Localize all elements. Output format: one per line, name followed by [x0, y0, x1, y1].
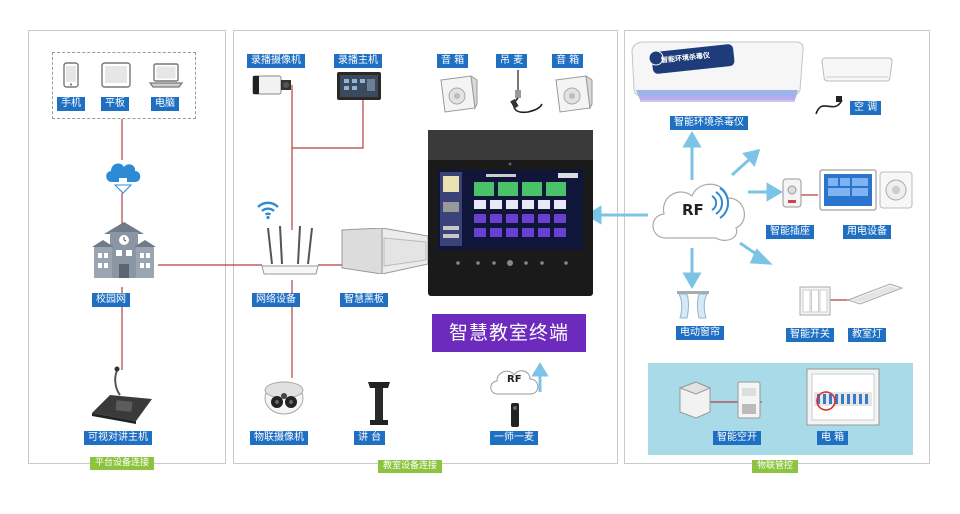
rf-label-small: RF [507, 374, 522, 385]
campus-building-icon [92, 222, 156, 278]
wire-recorder-router [292, 100, 364, 149]
mic-icon [511, 403, 519, 427]
label-curtain: 电动窗帘 [676, 326, 724, 340]
recording-camera-icon [252, 75, 291, 95]
curtain-icon [677, 291, 709, 319]
label-power-device: 用电设备 [843, 225, 891, 239]
label-smart-blackboard: 智慧黑板 [340, 293, 388, 307]
label-smart-socket: 智能插座 [766, 225, 814, 239]
label-classroom-light: 教室灯 [848, 328, 886, 342]
label-smart-switch: 智能开关 [786, 328, 834, 342]
platform-panel-title: 平台设备连接 [90, 457, 155, 470]
recording-host-icon [337, 72, 381, 100]
classroom-light-icon [846, 283, 904, 305]
cloud-download-icon [106, 163, 141, 194]
rf-cloud [652, 183, 745, 241]
label-network-device: 网络设备 [252, 293, 300, 307]
phone-icon [63, 62, 79, 88]
podium-icon [368, 382, 390, 425]
iot-camera-icon [264, 381, 304, 415]
rf-cloud-small [490, 370, 539, 395]
label-iot-camera: 物联摄像机 [250, 431, 308, 445]
label-phone: 手机 [57, 97, 85, 111]
laptop-icon [148, 63, 184, 88]
classroom-panel-title: 教室设备连接 [378, 460, 443, 473]
terminal-title: 智慧教室终端 [432, 314, 586, 352]
ac-remote-cable-icon [815, 96, 843, 115]
smart-switch-icon [799, 286, 831, 316]
label-smart-breaker: 智能空开 [713, 431, 761, 445]
label-speaker-right: 音 箱 [552, 54, 584, 68]
label-recording-camera: 录播摄像机 [247, 54, 305, 68]
wifi-icon [257, 201, 279, 220]
air-conditioner-icon [821, 57, 893, 82]
smart-classroom-terminal[interactable] [428, 130, 593, 296]
power-device-icon [819, 169, 913, 211]
smart-blackboard-icon [341, 228, 429, 274]
label-podium: 讲 台 [354, 431, 386, 445]
speaker-right-icon [555, 74, 593, 113]
iot-panel-title: 物联管控 [752, 460, 799, 473]
hanging-mic-icon [510, 70, 543, 114]
smart-socket-icon [782, 178, 802, 208]
label-mic: 一师一麦 [490, 431, 538, 445]
smart-breaker-icon [678, 381, 761, 419]
label-recording-host: 录播主机 [334, 54, 382, 68]
electric-box-icon [806, 368, 880, 426]
sterilizer-icon [631, 41, 804, 102]
client-devices-group [52, 52, 196, 119]
label-speaker-left: 音 箱 [437, 54, 469, 68]
tablet-icon [101, 62, 131, 88]
label-hanging-mic: 吊 麦 [496, 54, 528, 68]
label-tablet: 平板 [101, 97, 129, 111]
label-computer: 电脑 [151, 97, 179, 111]
speaker-left-icon [440, 74, 478, 113]
intercom-host-icon [92, 366, 152, 424]
label-electric-box: 电 箱 [817, 431, 849, 445]
router-icon [261, 226, 319, 275]
label-campus-network: 校园网 [92, 293, 130, 307]
rf-label: RF [682, 201, 704, 219]
label-intercom-host: 可视对讲主机 [84, 431, 152, 445]
label-air-conditioner: 空 调 [850, 101, 882, 115]
label-sterilizer: 智能环境杀毒仪 [670, 116, 748, 130]
